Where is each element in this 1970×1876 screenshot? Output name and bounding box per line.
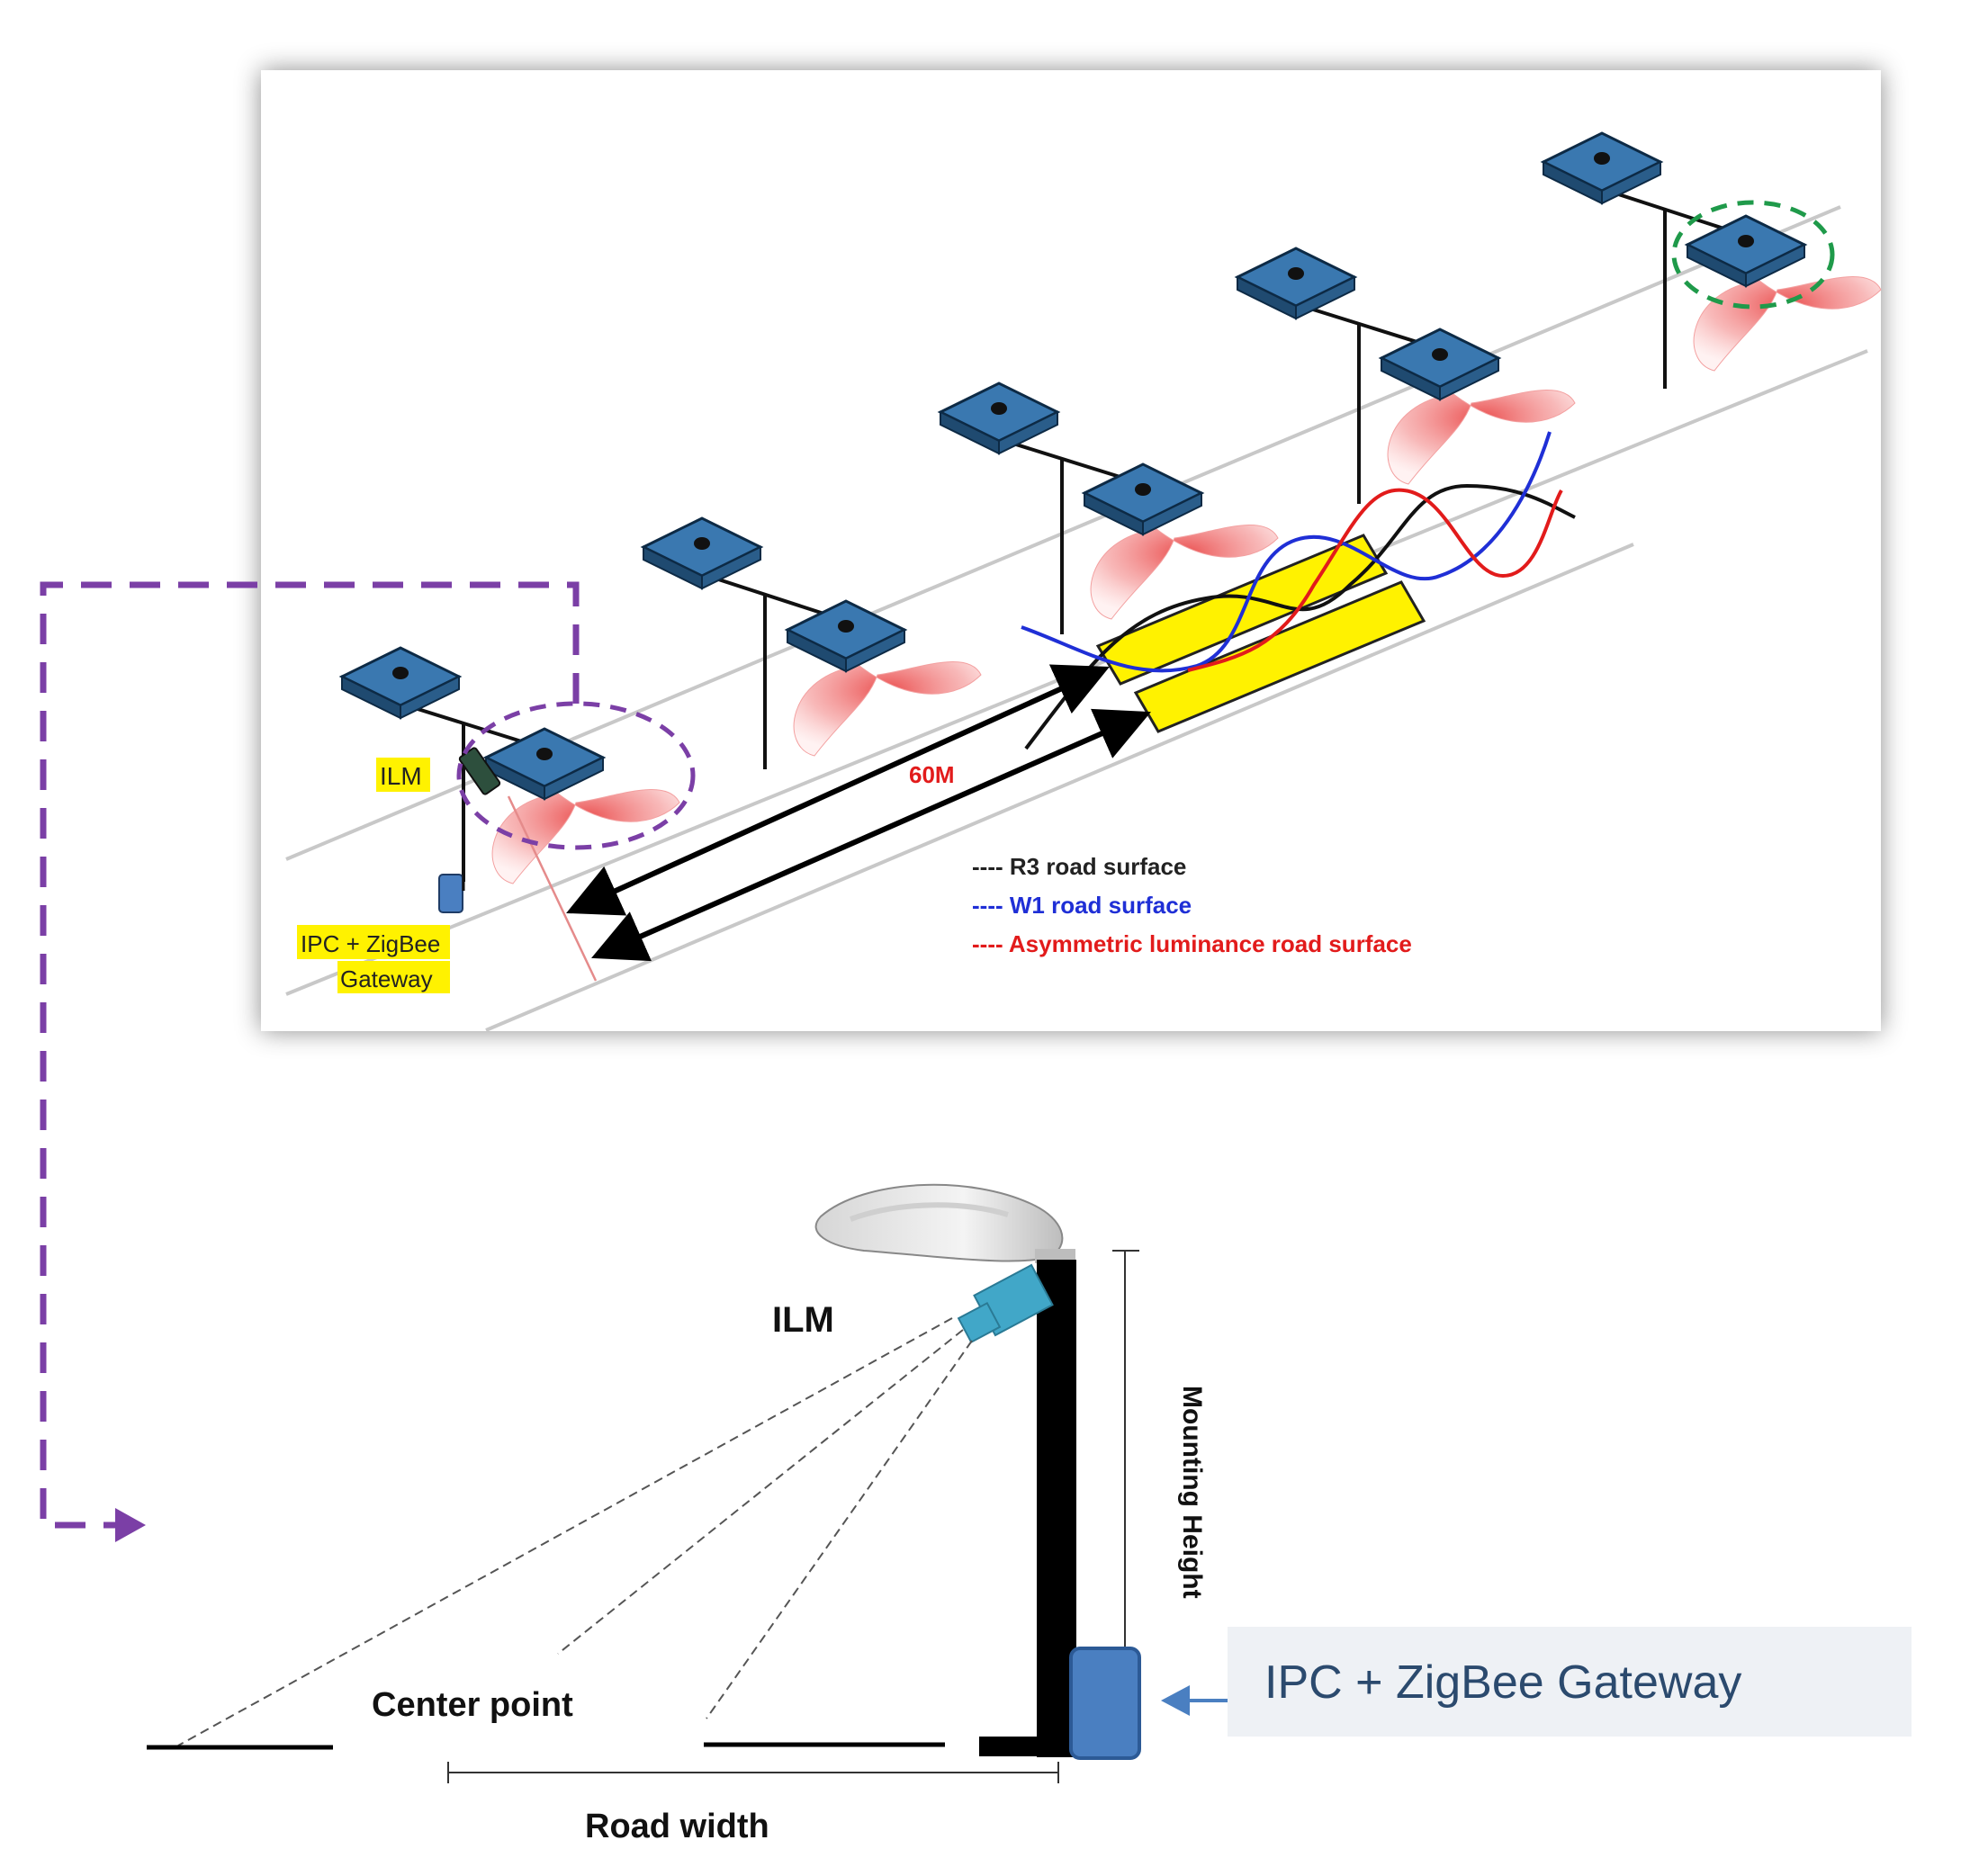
center-point-label: Center point [372,1686,573,1724]
light-beam-3 [1090,525,1279,620]
lamp-back-5 [1540,131,1664,205]
lamp-back-1 [338,646,463,720]
legend-r3: ---- R3 road surface [972,853,1186,880]
lamp-pole-3 [937,381,1279,634]
light-rays [177,1317,973,1746]
ilm-sensor [957,1263,1054,1344]
gateway-callout-box [1228,1627,1912,1737]
road-width-label: Road width [585,1808,769,1845]
gateway-label-bg-1 [297,925,450,959]
asym-curve [1187,488,1563,672]
lamp-front-2 [784,599,908,673]
mounting-height-label: Mounting Height [1177,1386,1207,1599]
r3-curve [1024,483,1576,750]
callout-arrowhead [1161,1685,1190,1716]
lamp-back-4 [1234,247,1358,320]
road-surface [147,1742,945,1750]
end-lamp-ring [1671,200,1835,310]
distance-arrows [566,664,1151,962]
pole-base [979,1737,1078,1756]
top-panel: 60M ILM IPC + ZigBee Gateway ---- R3 roa… [261,70,1882,1032]
ilm-label-bottom: ILM [772,1300,834,1340]
lamp-front-5 [1684,214,1808,288]
light-beam-5 [1693,276,1882,372]
lamp-pole-5 [1540,131,1882,389]
gateway-box [1069,1647,1141,1760]
lamp-front-4 [1378,328,1502,401]
luminaire-head [814,1183,1075,1263]
connector-path [40,581,580,1542]
gateway-callout-text: IPC + ZigBee Gateway [1264,1656,1741,1709]
gateway-label-top-line1: IPC + ZigBee [301,930,440,957]
ilm-label-top: ILM [380,762,422,790]
gateway-box-top [438,874,463,913]
light-beam-4 [1387,390,1576,485]
lamp-back-2 [640,516,764,590]
lamp-back-3 [937,381,1061,455]
road-width-dimension [447,1762,1059,1783]
distance-arrow-2 [591,708,1151,962]
legend-w1: ---- W1 road surface [972,892,1192,919]
center-line [507,795,598,982]
lamp-pole-4 [1234,247,1576,504]
distance-label: 60M [909,761,955,788]
legend-asymmetric: ---- Asymmetric luminance road surface [972,930,1412,957]
gateway-label-top-line2: Gateway [340,965,433,992]
legend: ---- R3 road surface ---- W1 road surfac… [972,853,1412,957]
connector-arrowhead [115,1508,146,1542]
luminance-curves [1021,431,1576,750]
lamp-front-3 [1081,462,1205,536]
w1-curve [1021,431,1552,673]
ilm-label-bg [376,758,430,792]
bottom-diagram: ILM Center point Road width Mounting Hei… [147,1183,1912,1845]
top-panel-background [261,70,1881,1031]
gateway-label-bg-2 [337,961,450,993]
